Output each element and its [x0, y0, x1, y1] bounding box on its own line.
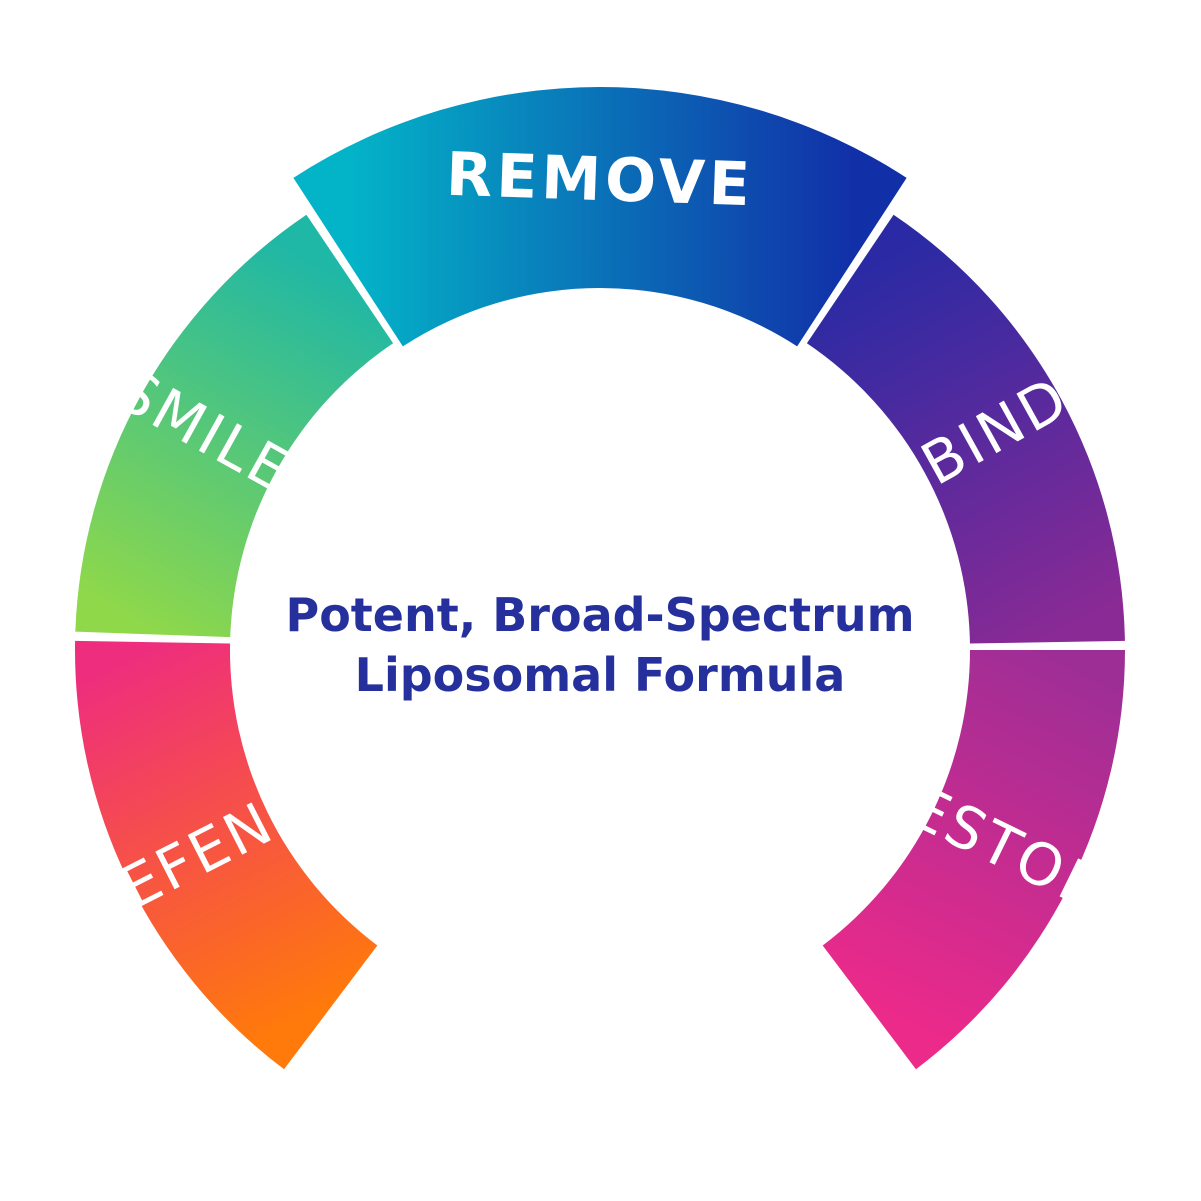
center-caption: Potent, Broad-Spectrum Liposomal Formula	[200, 585, 1000, 705]
segment-bind	[806, 214, 1125, 644]
center-caption-line1: Potent, Broad-Spectrum	[285, 588, 915, 642]
segment-label-remove: REMOVE	[445, 140, 755, 221]
segment-smile	[75, 214, 394, 638]
center-caption-line2: Liposomal Formula	[354, 648, 846, 702]
segment-restore	[822, 650, 1125, 1070]
segment-remove	[293, 86, 907, 347]
segment-defend	[75, 640, 378, 1070]
